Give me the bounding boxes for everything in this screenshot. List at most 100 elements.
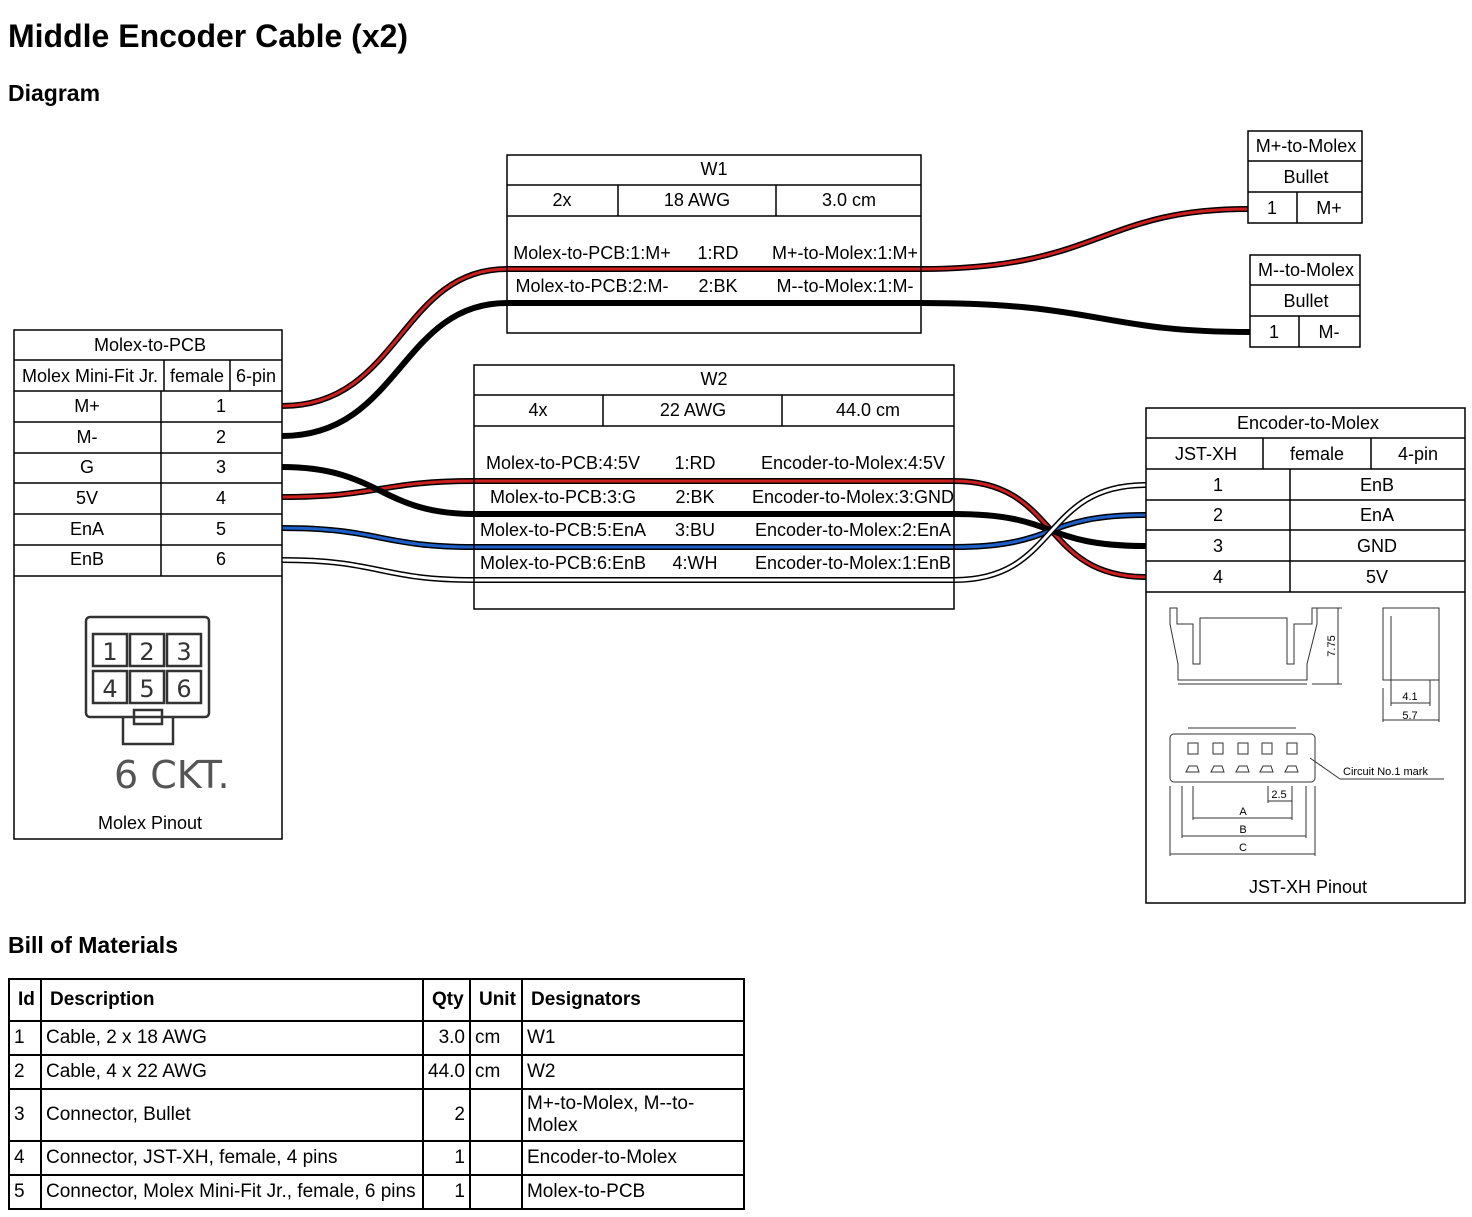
encoder-name: Encoder-to-Molex: [1237, 413, 1379, 433]
bom-header-id: Id: [8, 978, 42, 1022]
bom-row: 1 Cable, 2 x 18 AWG 3.0 cm W1: [8, 1020, 745, 1056]
bom-cell-unit: [468, 1174, 523, 1210]
molex-pin-label: M+: [74, 396, 100, 416]
bom-cell-unit: cm: [468, 1020, 523, 1056]
bom-cell-unit: cm: [468, 1054, 523, 1090]
cable-w1-name: W1: [701, 159, 728, 179]
mminus-type: Bullet: [1283, 291, 1328, 311]
encoder-pin-num: 3: [1213, 536, 1223, 556]
bom-cell-designators: W2: [520, 1054, 745, 1090]
bom-cell-designators: W1: [520, 1020, 745, 1056]
bom-cell-id: 5: [8, 1174, 42, 1210]
cable-w2-wire1-to: Encoder-to-Molex:4:5V: [761, 453, 945, 473]
bom-cell-id: 1: [8, 1020, 42, 1056]
cable-w1-gauge: 18 AWG: [664, 190, 730, 210]
cable-w2-wire3-to: Encoder-to-Molex:2:EnA: [755, 520, 951, 540]
bom-table: Id Description Qty Unit Designators 1 Ca…: [8, 978, 745, 1210]
bom-cell-id: 3: [8, 1088, 42, 1142]
jst-dim-height: 7.75: [1326, 635, 1338, 656]
jst-dim-a: A: [1239, 806, 1247, 818]
bom-cell-qty: 1: [422, 1174, 471, 1210]
wire-w1-rd: [281, 206, 1249, 409]
encoder-pin-num: 4: [1213, 567, 1223, 587]
cable-w2-wire2-to: Encoder-to-Molex:3:GND: [752, 487, 954, 507]
mminus-label: M-: [1319, 322, 1340, 342]
cable-w2-count: 4x: [528, 400, 547, 420]
molex-type: Molex Mini-Fit Jr.: [22, 366, 158, 386]
bom-cell-id: 4: [8, 1140, 42, 1176]
bom-header-description: Description: [40, 978, 424, 1022]
cable-w1-wire2-from: Molex-to-PCB:2:M-: [515, 276, 668, 296]
cable-w1-wire2-color: 2:BK: [698, 276, 737, 296]
cable-w2-wire1-from: Molex-to-PCB:4:5V: [486, 453, 640, 473]
cable-w2-wire4-color: 4:WH: [673, 553, 718, 573]
molex-gender: female: [170, 366, 224, 386]
molex-pin-label: EnA: [70, 519, 104, 539]
molex-image-pin: 3: [176, 638, 191, 666]
molex-image-caption: Molex Pinout: [98, 813, 202, 833]
cable-w1-length: 3.0 cm: [822, 190, 876, 210]
molex-pincount: 6-pin: [236, 366, 276, 386]
encoder-pin-label: EnB: [1360, 475, 1394, 495]
bom-cell-id: 2: [8, 1054, 42, 1090]
mplus-name: M+-to-Molex: [1256, 136, 1357, 156]
cable-w2-wire2-color: 2:BK: [675, 487, 714, 507]
bom-header-designators: Designators: [520, 978, 745, 1022]
molex-pin-num: 2: [216, 427, 226, 447]
molex-pin-num: 5: [216, 519, 226, 539]
cable-w1-wire1-to: M+-to-Molex:1:M+: [772, 243, 918, 263]
cable-w1-wire1-color: 1:RD: [697, 243, 738, 263]
page-title: Middle Encoder Cable (x2): [8, 18, 409, 54]
cable-w2-wire3-color: 3:BU: [675, 520, 715, 540]
bom-cell-unit: [468, 1088, 523, 1142]
molex-image-pin: 2: [139, 638, 154, 666]
bom-cell-qty: 2: [422, 1088, 471, 1142]
wire-w1-bk: [281, 300, 1251, 439]
bom-cell-description: Cable, 2 x 18 AWG: [40, 1020, 424, 1056]
cable-w2-wire2-from: Molex-to-PCB:3:G: [490, 487, 636, 507]
encoder-pin-num: 1: [1213, 475, 1223, 495]
wire-w2-bk: [281, 464, 1147, 549]
molex-pin-label: 5V: [76, 488, 98, 508]
bom-heading: Bill of Materials: [8, 932, 178, 958]
molex-pin-label: G: [80, 457, 94, 477]
bom-cell-description: Cable, 4 x 22 AWG: [40, 1054, 424, 1090]
cable-w2: W2 4x 22 AWG 44.0 cm Molex-to-PCB:4:5V 1…: [473, 364, 955, 610]
encoder-pin-label: EnA: [1360, 505, 1394, 525]
connector-bullet-mminus: M--to-Molex Bullet 1 M-: [1249, 254, 1361, 348]
bom-header-row: Id Description Qty Unit Designators: [8, 978, 745, 1022]
molex-name: Molex-to-PCB: [94, 335, 206, 355]
molex-pin-label: EnB: [70, 549, 104, 569]
connector-bullet-mplus: M+-to-Molex Bullet 1 M+: [1247, 130, 1363, 224]
cable-w1-wire1-from: Molex-to-PCB:1:M+: [513, 243, 671, 263]
connector-molex: Molex-to-PCB Molex Mini-Fit Jr. female 6…: [13, 329, 283, 840]
cable-w2-name: W2: [701, 369, 728, 389]
bom-row: 2 Cable, 4 x 22 AWG 44.0 cm W2: [8, 1054, 745, 1090]
bom-cell-description: Connector, JST-XH, female, 4 pins: [40, 1140, 424, 1176]
cable-w2-wire4-from: Molex-to-PCB:6:EnB: [480, 553, 646, 573]
molex-image-pin: 6: [176, 675, 191, 703]
bom-cell-qty: 44.0: [422, 1054, 471, 1090]
encoder-pin-label: GND: [1357, 536, 1397, 556]
mplus-label: M+: [1316, 198, 1342, 218]
mplus-type: Bullet: [1283, 167, 1328, 187]
mminus-pin: 1: [1269, 322, 1279, 342]
molex-image-pin: 1: [102, 638, 117, 666]
cable-w1-wire2-to: M--to-Molex:1:M-: [776, 276, 913, 296]
molex-image-pin: 4: [102, 675, 117, 703]
jst-dim-w1: 4.1: [1402, 691, 1417, 703]
jst-dim-pitch: 2.5: [1271, 789, 1286, 801]
bom-cell-designators: M+-to-Molex, M--to-Molex: [520, 1088, 745, 1142]
bom-cell-qty: 3.0: [422, 1020, 471, 1056]
molex-pin-num: 1: [216, 396, 226, 416]
bom-header-unit: Unit: [468, 978, 523, 1022]
molex-image-pin: 5: [139, 675, 154, 703]
encoder-pin-label: 5V: [1366, 567, 1388, 587]
bom-cell-description: Connector, Bullet: [40, 1088, 424, 1142]
jst-dim-b: B: [1239, 824, 1246, 836]
mminus-name: M--to-Molex: [1258, 260, 1354, 280]
bom-cell-description: Connector, Molex Mini-Fit Jr., female, 6…: [40, 1174, 424, 1210]
bom-cell-unit: [468, 1140, 523, 1176]
bom-cell-qty: 1: [422, 1140, 471, 1176]
molex-image-ckt-text: 6 CKT.: [114, 753, 230, 797]
